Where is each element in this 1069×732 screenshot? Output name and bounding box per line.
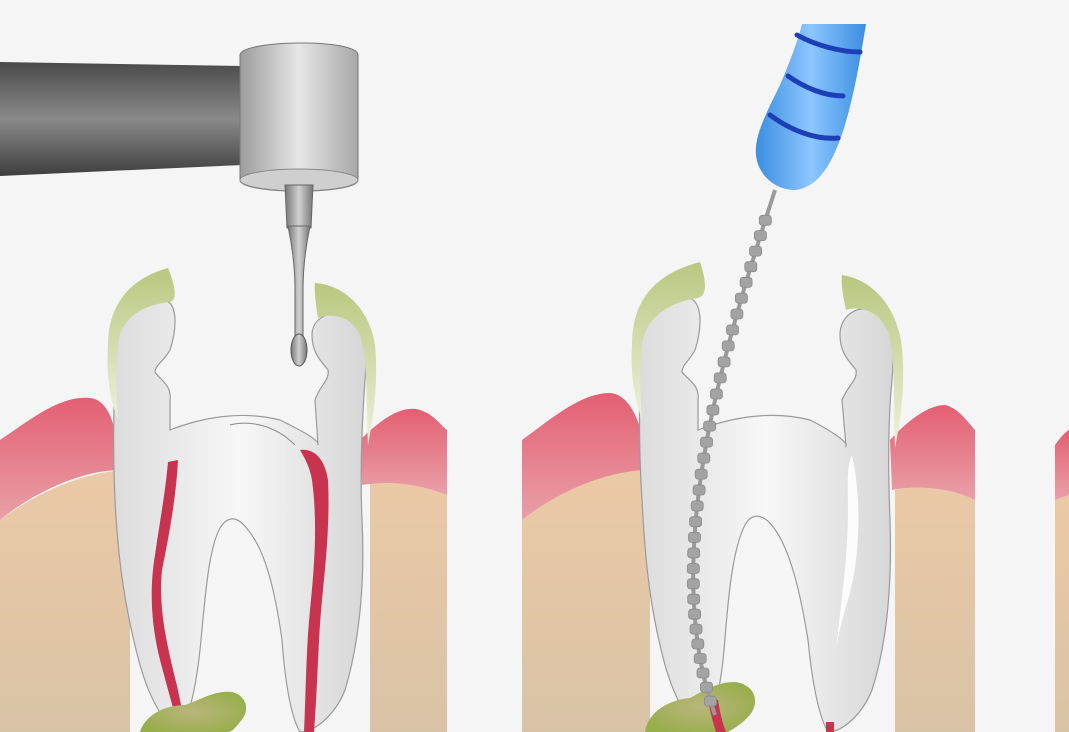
file-bead: [703, 420, 716, 432]
file-bead: [687, 593, 701, 605]
file-bead: [754, 230, 767, 242]
file-bead: [689, 516, 702, 528]
dental-drill: [0, 42, 359, 367]
enamel-cap-right-2: [841, 275, 904, 448]
abscess-1: [140, 691, 247, 732]
file-bead: [694, 468, 708, 480]
drill-bur-tip: [290, 333, 308, 367]
file-bead: [686, 563, 700, 574]
file-bead: [744, 261, 758, 273]
file-bead: [688, 532, 701, 543]
file-bead: [717, 356, 731, 368]
file-ring-3: [767, 112, 841, 141]
file-ring-1: [794, 32, 863, 55]
enamel-cap-right: [314, 283, 377, 445]
bone-middle: [522, 470, 975, 732]
file-bead: [704, 695, 717, 707]
bone-right-partial: [1055, 495, 1069, 732]
gum-left: [0, 397, 120, 520]
abscess-2: [645, 682, 756, 732]
tooth-1: [113, 299, 367, 732]
gum-right-partial: [1055, 430, 1069, 500]
file-bead: [706, 404, 720, 416]
cleaned-canal-highlight: [836, 455, 859, 650]
file-bead: [749, 245, 762, 257]
file-bead: [758, 214, 772, 226]
enamel-cap-left: [107, 268, 175, 420]
gum-middle-left: [522, 393, 650, 520]
file-bead: [691, 638, 705, 650]
gum-middle-right: [890, 405, 975, 500]
enamel-cap-left-2: [631, 262, 705, 420]
file-bead: [700, 681, 713, 693]
file-shaft: [686, 189, 777, 716]
file-bead: [687, 547, 701, 559]
pulp-canal-right: [300, 449, 329, 732]
panel-filing: [522, 24, 975, 732]
drill-collet: [284, 184, 314, 229]
file-bead: [690, 500, 704, 512]
file-bead: [710, 388, 723, 400]
drill-bur: [287, 225, 311, 339]
file-bead: [726, 324, 739, 336]
file-bead: [686, 578, 700, 590]
drill-arm: [0, 62, 242, 176]
crack-line: [229, 422, 296, 446]
gum-right-of-tooth1: [360, 408, 447, 495]
file-bead: [697, 452, 711, 464]
file-bead: [721, 340, 735, 352]
panel-drilling: [0, 42, 447, 732]
pulp-canal-left: [151, 460, 188, 732]
pulp-remnant-right: [826, 722, 834, 732]
file-bead: [692, 484, 706, 496]
file-bead: [700, 436, 713, 448]
file-bead: [739, 276, 753, 288]
bone-left: [0, 470, 447, 732]
endodontic-file: [686, 24, 866, 716]
file-bead: [693, 653, 707, 664]
file-bead: [696, 667, 710, 679]
file-bead: [730, 308, 744, 320]
file-bead: [689, 623, 703, 635]
file-bead: [735, 292, 748, 304]
file-bead: [688, 608, 701, 620]
panel-third-partial: [1055, 430, 1069, 732]
file-handle: [755, 24, 866, 190]
file-bead: [713, 372, 727, 384]
file-ring-2: [785, 73, 846, 99]
